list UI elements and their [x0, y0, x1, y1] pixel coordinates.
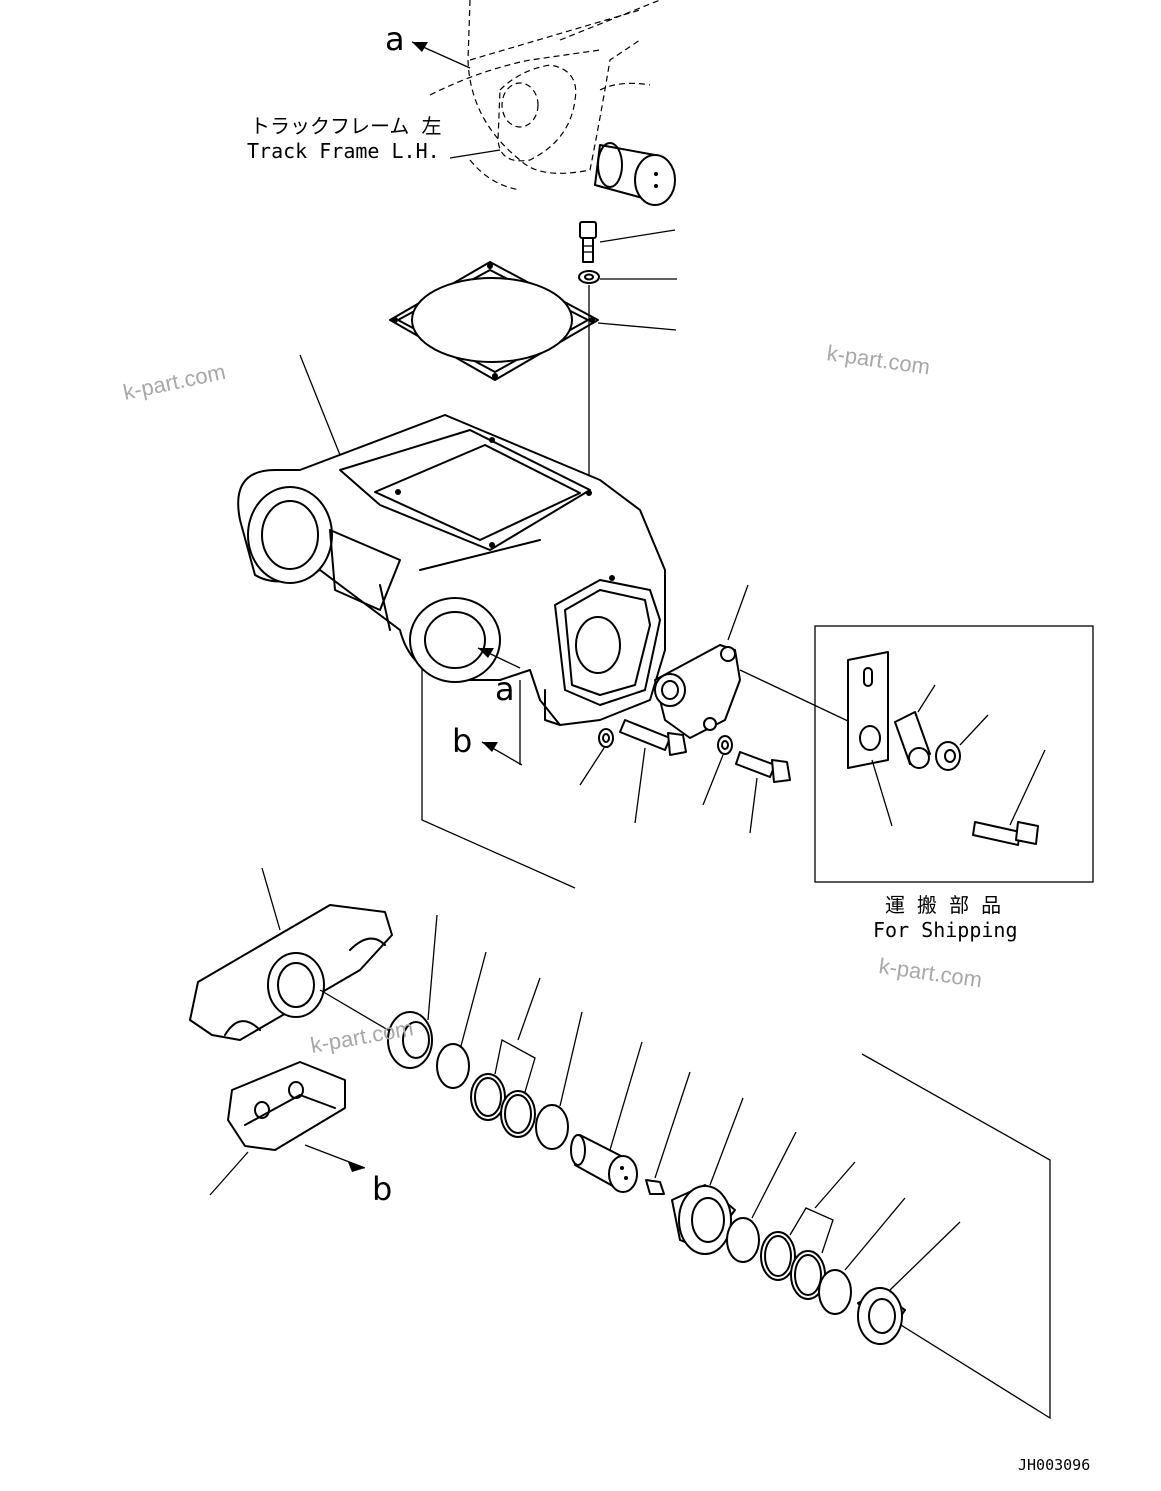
- side-cover: [654, 644, 741, 739]
- shipping-spacer: [894, 711, 931, 769]
- washer-right: [717, 735, 733, 755]
- leader-cover: [597, 322, 677, 331]
- leader-shipping-washer: [959, 714, 989, 746]
- ref-b-body: b: [452, 722, 472, 760]
- equalizer-body: [237, 414, 666, 726]
- cover-bolt: [579, 221, 597, 263]
- leader-ring-pair-2-top: [814, 1161, 856, 1209]
- leader-bolt-right: [749, 777, 758, 834]
- track-frame-outline: [429, 0, 661, 191]
- bolt-left: [619, 719, 687, 756]
- leader-washer-left: [579, 747, 605, 786]
- pivot-pin: [570, 1134, 638, 1193]
- plug: [645, 1179, 665, 1195]
- ref-b-body-arrowhead: [482, 742, 498, 752]
- track-frame-label-ja: トラックフレーム 左: [250, 114, 441, 138]
- ring-pair-2a: [760, 1231, 796, 1281]
- watermark-2: k-part.com: [825, 340, 931, 379]
- shipping-bolt: [972, 821, 1039, 846]
- for-shipping-label-ja: 運 搬 部 品: [885, 893, 1001, 917]
- cover-washer: [578, 270, 600, 284]
- o-ring-2: [535, 1104, 569, 1150]
- leader-guard: [209, 1151, 249, 1196]
- leader-equalizer: [299, 354, 341, 456]
- for-shipping-label-en: For Shipping: [873, 918, 1018, 942]
- leader-collar: [889, 1221, 961, 1291]
- leader-o-ring-1: [460, 951, 487, 1047]
- shipping-washer: [935, 741, 961, 771]
- leader-o-ring-2: [559, 1011, 583, 1107]
- o-ring-3: [726, 1217, 760, 1263]
- watermark-3: k-part.com: [877, 953, 983, 992]
- ref-b-lower-leader: [304, 1144, 366, 1169]
- washer-left: [598, 728, 614, 748]
- leader-bolt-left: [634, 747, 646, 824]
- frame-bushing: [594, 142, 676, 206]
- leader-plug: [654, 1071, 691, 1179]
- collar: [857, 1287, 906, 1345]
- track-frame-label-en: Track Frame L.H.: [247, 139, 440, 163]
- side-cover-to-shipping: [739, 669, 851, 723]
- leader-ring-pair-2: [789, 1207, 834, 1254]
- leader-shipping-bolt: [1009, 749, 1046, 826]
- bolt-right: [735, 751, 791, 783]
- leader-washer-right: [702, 754, 724, 806]
- ring-pair-2b: [790, 1250, 826, 1300]
- ref-a-body: a: [495, 670, 515, 708]
- leader-bushing-lower: [709, 1097, 744, 1186]
- ref-a-top: a: [385, 20, 405, 58]
- o-ring-4: [818, 1269, 852, 1315]
- ring-pair-1b: [500, 1090, 536, 1138]
- leader-pin-link: [261, 867, 281, 931]
- leader-shipping-plate: [871, 759, 893, 827]
- shipping-parts-box: [814, 625, 1094, 883]
- leader-pivot-pin: [609, 1041, 643, 1151]
- ring-pair-1a: [470, 1073, 506, 1121]
- ref-b-lower: b: [372, 1170, 392, 1208]
- bushing-lower: [671, 1184, 736, 1255]
- o-ring-1: [436, 1043, 470, 1089]
- ref-b-lower-arrowhead: [348, 1162, 365, 1172]
- leader-shipping-spacer: [917, 684, 936, 713]
- drawing-code: JH003096: [1018, 1456, 1090, 1474]
- leader-bolt: [599, 229, 676, 243]
- shipping-plate: [847, 651, 889, 769]
- leader-o-ring-4: [844, 1197, 906, 1271]
- leader-ring-pair-1: [494, 1039, 536, 1093]
- watermark-1: k-part.com: [121, 359, 228, 405]
- leader-o-ring-3: [751, 1131, 797, 1219]
- ref-a-top-arrowhead: [412, 42, 428, 52]
- axis-line-bottom: [861, 1053, 1051, 1420]
- axis-line-main: [421, 668, 576, 889]
- guard-bracket: [227, 1061, 346, 1151]
- pin-link: [189, 904, 393, 1041]
- leader-side-cover: [727, 584, 749, 641]
- ref-a-body-arrowhead: [478, 648, 494, 658]
- cover-plate: [389, 261, 599, 381]
- seal-ring-1: [387, 1011, 433, 1069]
- leader-seal-ring-1: [427, 914, 438, 1021]
- track-frame-leader: [449, 149, 501, 159]
- leader-ring-pair-1-top: [517, 977, 541, 1041]
